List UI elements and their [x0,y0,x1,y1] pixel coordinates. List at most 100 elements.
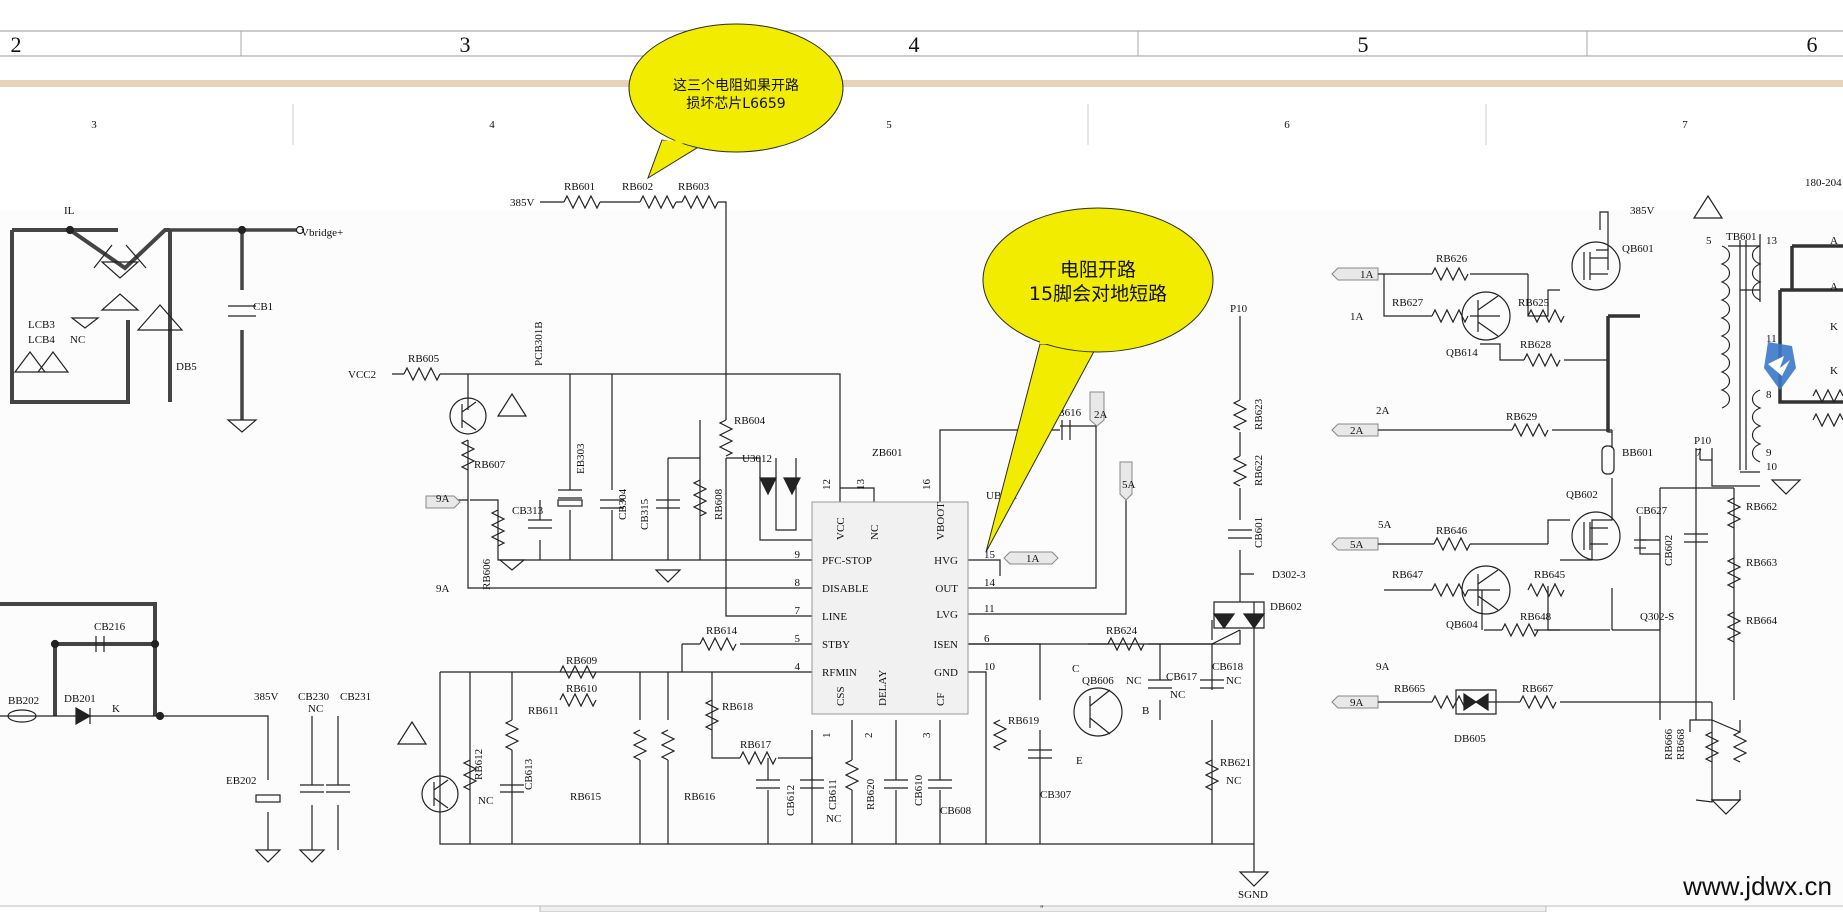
mosfet-qb602 [1571,511,1621,561]
net-d3023: D302-3 [1272,569,1306,581]
callout-1: 这三个电阻如果开路 损坏芯片L6659 [628,23,844,180]
resistor-rb608 [692,479,708,517]
warning-icon [396,720,428,745]
resistor-rb624 [1107,636,1145,652]
net-1a: 1A [1350,311,1364,323]
net-2a: 2A [1350,425,1364,437]
label-rb626: RB626 [1436,253,1468,265]
label-cb307: CB307 [1040,789,1072,801]
label-rb620: RB620 [865,778,877,810]
diode-db602 [1212,613,1266,630]
page-separator-band [0,80,1843,87]
resistor-rb609 [559,664,597,680]
label-rb645: RB645 [1534,569,1566,581]
resistor-rb607 [460,439,476,471]
warning-icon [496,392,528,417]
label-k: K [1830,321,1838,333]
transformer-tb601 [1720,240,1762,470]
resistor-rb603 [681,194,719,210]
label-rb623: RB623 [1253,398,1265,430]
label-rb628: RB628 [1520,339,1552,351]
label-rb662: RB662 [1746,501,1777,513]
capacitors [500,420,1252,793]
label-rb609: RB609 [566,655,598,667]
label-qb614: QB614 [1446,347,1478,359]
transistor-qb614 [1461,291,1511,341]
resistor-rb622 [1232,455,1248,487]
label-rb618: RB618 [722,701,754,713]
callout-2: 电阻开路 15脚会对地短路 [982,207,1214,553]
label-nc: NC [308,703,323,715]
pin-number: 9 [1766,447,1772,459]
ic-pin-number: 16 [921,479,933,491]
ruler-label: 5 [1358,32,1369,57]
label-rb612: RB612 [473,749,485,780]
ic-pin-number: 14 [984,577,996,589]
label-cb230: CB230 [298,691,330,703]
net-p10: P10 [1230,303,1248,315]
label-qb602: QB602 [1566,489,1598,501]
ic-pin-number: 8 [795,577,801,589]
label-eb303: EB303 [575,443,587,474]
pin-number: 11 [1766,333,1777,345]
ic-pin-label: GND [934,667,958,679]
net-vcc2: VCC2 [348,369,376,381]
pin-number: 13 [1766,235,1778,247]
label-rb601: RB601 [564,181,595,193]
resistor-rb611 [504,719,520,751]
label-cb231: CB231 [340,691,371,703]
net-5a: 5A [1122,479,1136,491]
pin-number: 10 [1766,461,1778,473]
label-nc: NC [1226,775,1241,787]
label-cb612: CB612 [785,785,797,816]
label-eb202: EB202 [226,775,257,787]
label-cb610: CB610 [913,774,925,806]
label-a: A [1830,235,1838,247]
ic-pin-number: 12 [821,479,833,490]
resistor-rb619 [992,719,1008,751]
label-k: K [1830,365,1838,377]
label-rb646: RB646 [1436,525,1468,537]
label-pcb301b: PCB301B [533,321,545,366]
label-rb611: RB611 [528,705,559,717]
label-rb648: RB648 [1520,611,1552,623]
warning-icon [1692,194,1724,219]
ic-pin-label: NC [869,525,881,540]
label-rb668: RB668 [1675,728,1687,760]
half-bridge-wiring [1378,211,1761,803]
label-db201: DB201 [64,693,96,705]
label-rb665: RB665 [1394,683,1426,695]
label-nc: NC [70,334,85,346]
net-385v: 385V [254,691,279,703]
ic-pin-label: VCC [835,517,847,540]
transistor-qb606 [1073,687,1123,737]
pin-number: 7 [1696,447,1702,459]
label-lcb4: LCB4 [28,334,55,346]
label-a: A [1830,281,1838,293]
label-rb603: RB603 [678,181,710,193]
callout-line-2: 损坏芯片L6659 [686,96,785,112]
controller-labels: 385V RB601 RB602 RB603 RB604 RB605 VCC2 … [348,181,1306,901]
sheet-column-label: 5 [886,119,892,131]
ic-pin-number: 10 [984,661,996,673]
label-rb606: RB606 [481,558,493,590]
label-cb617: CB617 [1166,671,1198,683]
label-rb647: RB647 [1392,569,1424,581]
ic-pin-label: DELAY [877,670,889,706]
sheet-column-label: 4 [489,119,495,131]
sheet-reference: 180-204 [1805,177,1842,189]
ruler-label: 6 [1807,32,1818,57]
label-nc: NC [478,795,493,807]
ferrite-bb601 [1601,445,1615,475]
label-rb610: RB610 [566,683,598,695]
ic-pin-number: 6 [984,633,990,645]
resistor-rb617 [739,750,777,766]
resistor-rb604 [718,419,734,457]
ic-pin-label: CF [935,693,947,706]
transistor-qb604 [1461,565,1511,615]
net-flags [425,267,1379,709]
resistor-rb620 [844,759,860,791]
label-lcb3: LCB3 [28,319,55,331]
top-ruler: 2 3 4 5 6 [0,0,1843,87]
